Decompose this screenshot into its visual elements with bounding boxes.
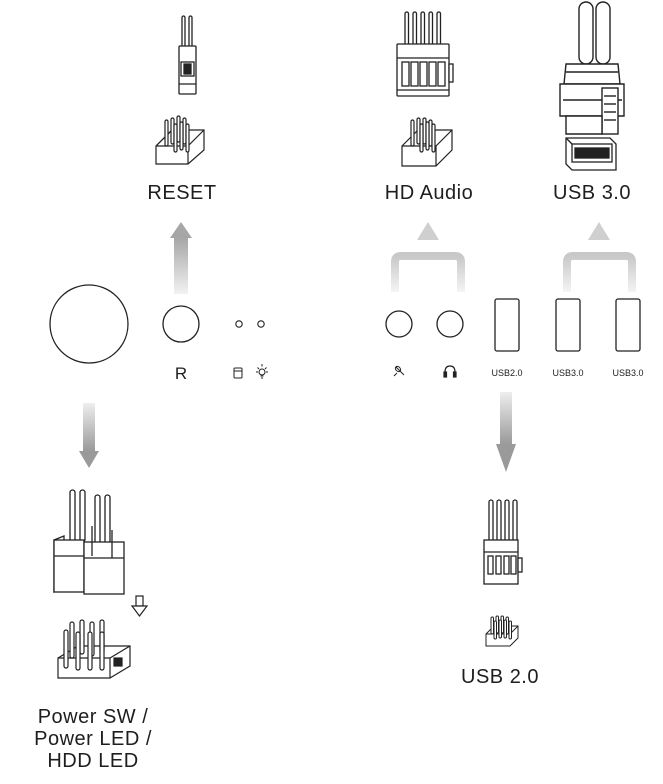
- reset-label: RESET: [147, 182, 217, 204]
- microphone-icon: [393, 365, 405, 377]
- arrow-down-power: [79, 403, 99, 468]
- reset-button[interactable]: [162, 305, 200, 343]
- power-label-line-1: Power SW /: [37, 706, 149, 728]
- arrow-down-usb2: [496, 392, 516, 472]
- headphone-icon: [443, 365, 457, 378]
- power-label: Power SW / Power LED / HDD LED: [34, 706, 152, 772]
- reset-button-label: R: [174, 364, 188, 383]
- power-label-line-3: HDD LED: [47, 750, 139, 772]
- power-label-line-2: Power LED /: [34, 728, 152, 750]
- hd-audio-header-pins: [401, 117, 453, 167]
- power-led-cable-connector: [53, 489, 125, 595]
- power-led-header-pins: [57, 619, 131, 679]
- usb3-header: [565, 137, 617, 171]
- arrow-up-audio-head: [417, 222, 439, 240]
- power-led: [257, 320, 265, 328]
- power-led-icon: [256, 364, 268, 379]
- usb3-port-a[interactable]: [555, 298, 581, 352]
- mic-jack[interactable]: [385, 310, 413, 338]
- usb2-cable-connector: [483, 499, 523, 585]
- usb2-port[interactable]: [494, 298, 520, 352]
- usb2-header-pins: [485, 615, 519, 647]
- arrow-up-reset: [170, 222, 192, 294]
- usb3-label: USB 3.0: [553, 182, 631, 204]
- arrow-up-usb3: [563, 240, 636, 292]
- reset-header-pins: [155, 115, 205, 165]
- usb2-label: USB 2.0: [461, 666, 539, 688]
- hdd-led-icon: [233, 367, 243, 379]
- usb3-port-b[interactable]: [615, 298, 641, 352]
- power-button[interactable]: [49, 284, 129, 364]
- arrow-up-usb3-head: [588, 222, 610, 240]
- port-usb3-a-label: USB3.0: [552, 368, 584, 378]
- arrow-down-small-icon: [130, 595, 149, 617]
- hdd-led: [235, 320, 243, 328]
- hd-audio-cable-connector: [396, 11, 454, 97]
- reset-cable-connector: [178, 15, 197, 95]
- hd-audio-label: HD Audio: [384, 182, 474, 204]
- port-usb3-b-label: USB3.0: [612, 368, 644, 378]
- arrow-up-audio: [391, 240, 465, 292]
- headphone-jack[interactable]: [436, 310, 464, 338]
- usb3-cable-connector: [559, 1, 625, 135]
- port-usb2-label: USB2.0: [491, 368, 523, 378]
